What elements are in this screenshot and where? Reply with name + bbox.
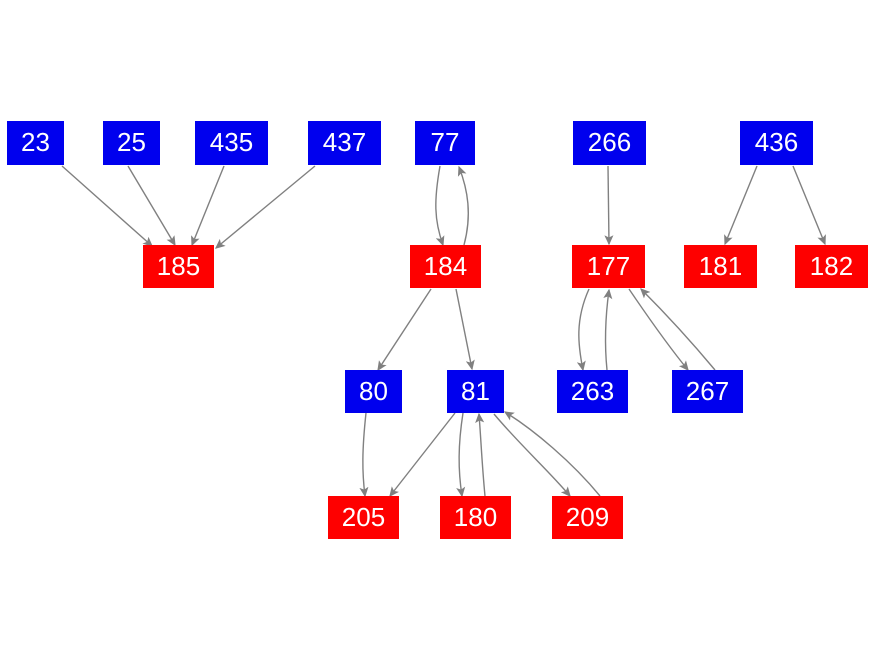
graph-node-label: 177 [586, 250, 631, 281]
graph-edge-184-to-81 [455, 288, 475, 371]
graph-node-205[interactable]: 205 [328, 496, 399, 539]
graph-node-label: 267 [685, 375, 730, 406]
graph-edge-437-to-185 [214, 165, 316, 249]
graph-node-180[interactable]: 180 [440, 496, 511, 539]
graph-edge-184-to-77 [457, 165, 469, 246]
graph-node-label: 263 [570, 375, 615, 406]
graph-node-label: 181 [698, 250, 743, 281]
graph-node-label: 435 [209, 127, 254, 157]
graph-node-23[interactable]: 23 [7, 121, 64, 165]
graph-node-209[interactable]: 209 [552, 496, 623, 539]
graph-node-label: 436 [754, 127, 799, 157]
graph-node-label: 25 [117, 127, 146, 157]
graph-edge-184-to-80 [377, 288, 432, 372]
graph-node-77[interactable]: 77 [415, 121, 475, 165]
graph-node-177[interactable]: 177 [572, 245, 645, 288]
graph-node-437[interactable]: 437 [308, 121, 381, 165]
graph-node-label: 23 [21, 127, 50, 157]
graph-node-label: 77 [430, 127, 460, 157]
graph-node-80[interactable]: 80 [345, 370, 402, 413]
graph-node-25[interactable]: 25 [103, 121, 160, 165]
graph-node-label: 205 [341, 501, 386, 532]
graph-edge-81-to-205 [389, 412, 456, 498]
graph-edge-23-to-185 [61, 165, 153, 247]
graph-node-185[interactable]: 185 [143, 245, 214, 288]
graph-node-label: 180 [453, 501, 498, 532]
graph-edges [61, 165, 826, 498]
graph-edge-180-to-81 [475, 412, 486, 497]
graph-edge-266-to-177 [604, 165, 614, 246]
graph-node-436[interactable]: 436 [740, 121, 813, 165]
graph-edge-25-to-185 [127, 165, 176, 247]
graph-edge-209-to-81 [503, 411, 601, 497]
graph-node-181[interactable]: 181 [684, 245, 757, 288]
graph-node-label: 184 [423, 250, 468, 281]
graph-edge-435-to-185 [191, 165, 225, 247]
graph-node-label: 266 [587, 127, 632, 157]
graph-node-label: 209 [565, 501, 610, 532]
graph-node-label: 80 [359, 375, 388, 406]
graph-node-435[interactable]: 435 [195, 121, 268, 165]
graph-edge-80-to-205 [359, 412, 369, 498]
graph-edge-436-to-181 [724, 165, 758, 246]
graph-node-label: 437 [322, 127, 367, 157]
graph-node-182[interactable]: 182 [795, 245, 868, 288]
graph-node-267[interactable]: 267 [672, 370, 743, 413]
graph-edge-177-to-267 [628, 288, 689, 372]
graph-node-266[interactable]: 266 [573, 121, 646, 165]
graph-edge-81-to-180 [456, 412, 466, 498]
graph-node-263[interactable]: 263 [557, 370, 628, 413]
graph-edge-436-to-182 [792, 165, 826, 246]
graph-edge-77-to-184 [435, 165, 445, 247]
graph-node-label: 81 [461, 375, 490, 406]
graph-edge-177-to-263 [576, 288, 590, 372]
graph-edge-267-to-177 [640, 288, 716, 371]
graph-node-label: 185 [156, 250, 201, 281]
graph-node-184[interactable]: 184 [410, 245, 481, 288]
graph-node-label: 182 [809, 250, 854, 281]
graph-node-81[interactable]: 81 [447, 370, 504, 413]
graph-edge-263-to-177 [603, 288, 613, 371]
graph-edge-81-to-209 [493, 413, 571, 498]
